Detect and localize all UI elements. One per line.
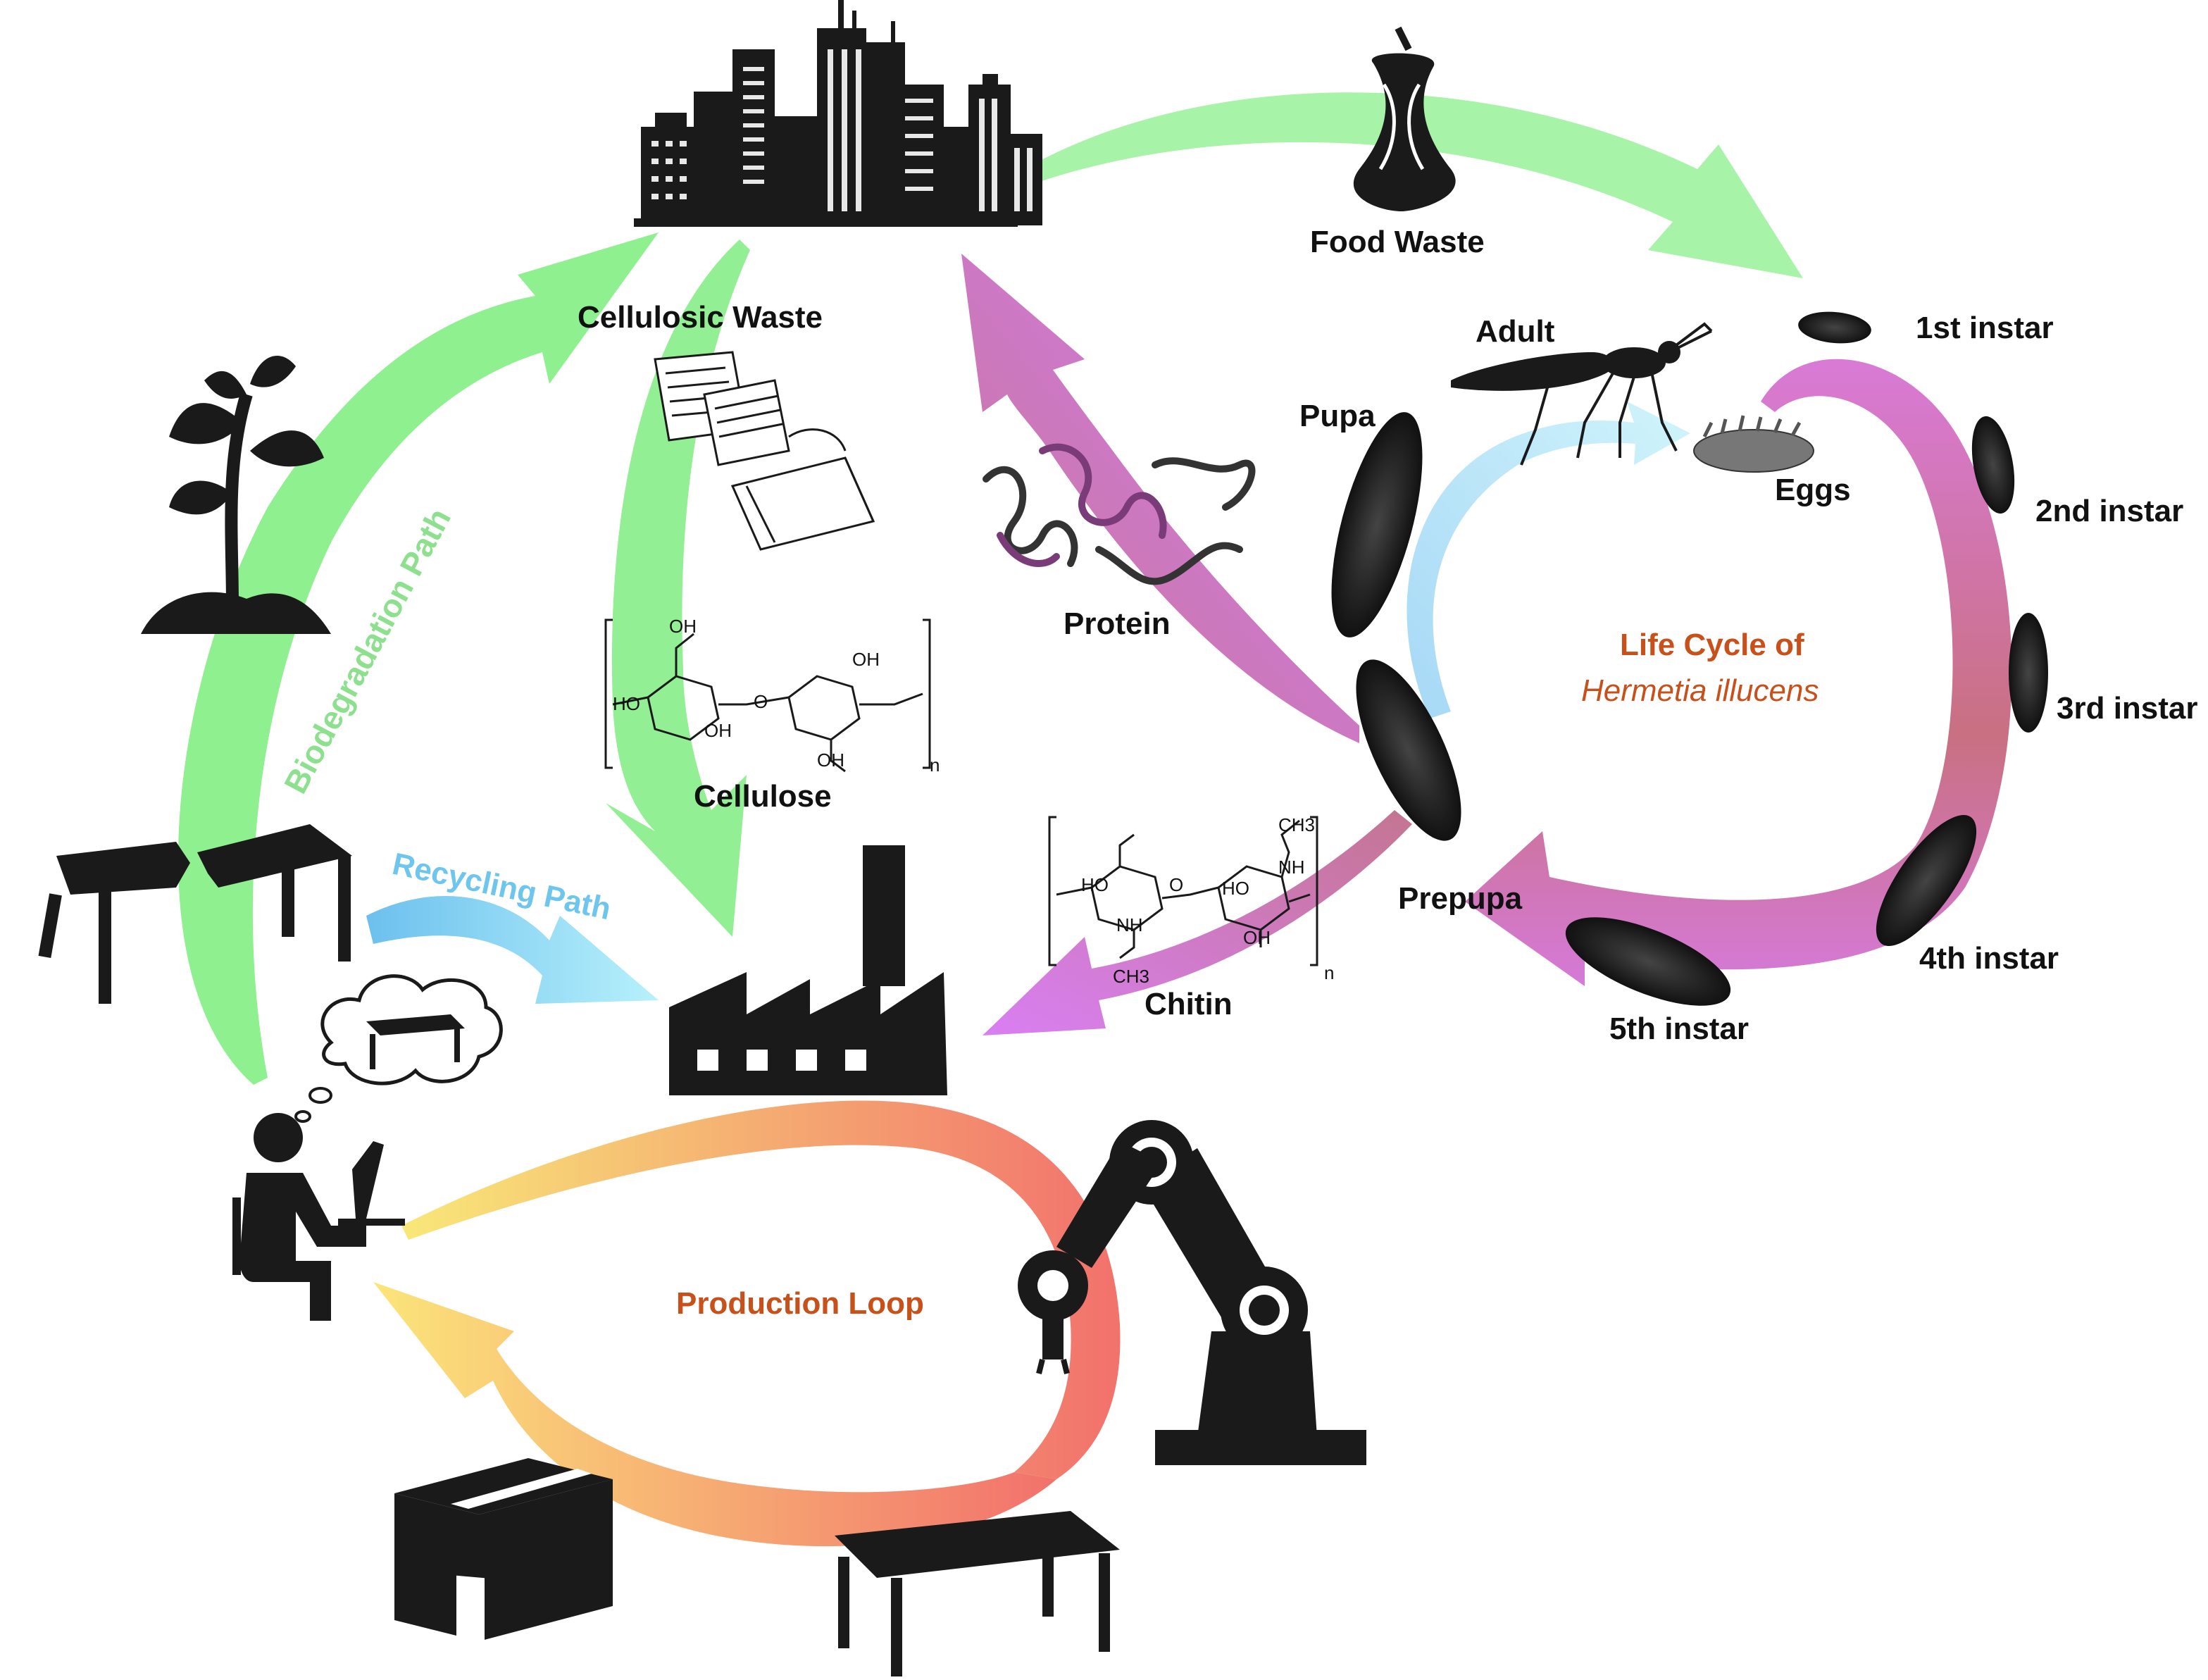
box-icon — [394, 1458, 613, 1649]
eggs-icon — [1693, 415, 1814, 473]
plant-icon — [141, 356, 331, 634]
production-loop-label: Production Loop — [676, 1286, 924, 1321]
cellulose-n: n — [930, 754, 940, 776]
life-cycle-arrow — [1465, 359, 2012, 986]
chitin-nh-1: NH — [1116, 914, 1143, 935]
chitin-ch3-1: CH3 — [1113, 966, 1149, 987]
apple-core-icon — [1353, 26, 1456, 211]
factory-icon — [669, 845, 947, 1095]
cellulose-label: Cellulose — [694, 779, 832, 814]
chitin-arrow — [983, 810, 1412, 1035]
adult-label: Adult — [1476, 314, 1555, 349]
cellulose-ho: HO — [613, 693, 640, 714]
instar-5-label: 5th instar — [1609, 1012, 1749, 1046]
protein-arrow — [961, 254, 1359, 743]
cellulosic-waste-label: Cellulosic Waste — [578, 300, 823, 335]
chitin-oh: OH — [1243, 927, 1271, 948]
instar-2-label: 2nd instar — [2035, 494, 2183, 528]
chitin-ch3-2: CH3 — [1278, 814, 1315, 835]
food-waste-arrow — [1025, 92, 1803, 278]
instar-3-label: 3rd instar — [2057, 691, 2198, 726]
chitin-o: O — [1169, 874, 1183, 895]
thought-cloud-icon — [294, 974, 503, 1123]
cellulose-oh-3: OH — [852, 649, 880, 670]
robot-arm-icon — [1018, 1120, 1366, 1465]
chitin-nh-2: NH — [1278, 857, 1305, 878]
chitin-n: n — [1324, 962, 1334, 983]
recycling-arrow — [366, 895, 659, 1004]
production-loop-top-arrow — [401, 1100, 1121, 1479]
chitin-label: Chitin — [1144, 987, 1233, 1021]
biodegradation-arrow — [177, 232, 659, 1085]
pupa-label: Pupa — [1299, 399, 1376, 433]
pupa-to-adult-arrow — [1406, 402, 1690, 718]
cellulose-oh-1: OH — [669, 616, 697, 637]
cellulosic-waste-arrow — [606, 239, 750, 937]
life-cycle-title: Life Cycle of — [1620, 628, 1804, 662]
instar-4-label: 4th instar — [1919, 941, 2059, 976]
broken-table-icon — [38, 824, 352, 1004]
prepupa-label: Prepupa — [1398, 881, 1523, 916]
cellulose-oh-4: OH — [817, 749, 844, 771]
protein-structure-icon — [983, 443, 1256, 585]
instar-1-label: 1st instar — [1916, 311, 2054, 345]
species-label: Hermetia illucens — [1581, 673, 1819, 708]
chitin-ho-2: HO — [1222, 878, 1249, 899]
protein-label: Protein — [1064, 606, 1171, 641]
table-icon — [835, 1511, 1120, 1676]
fly-icon — [1451, 322, 1713, 466]
production-loop-bottom-arrow — [373, 1282, 1056, 1547]
newspaper-icon — [654, 351, 875, 551]
cellulose-oh-2: OH — [704, 720, 732, 741]
food-waste-label: Food Waste — [1310, 225, 1485, 259]
city-icon — [634, 0, 1042, 227]
chitin-structure — [1048, 816, 1318, 966]
eggs-label: Eggs — [1775, 473, 1851, 507]
cellulose-structure — [604, 618, 931, 773]
larva-icon — [1331, 311, 2048, 1006]
chitin-ho: HO — [1081, 874, 1109, 895]
person-at-computer-icon — [232, 1113, 405, 1321]
cellulose-o: O — [754, 691, 768, 712]
